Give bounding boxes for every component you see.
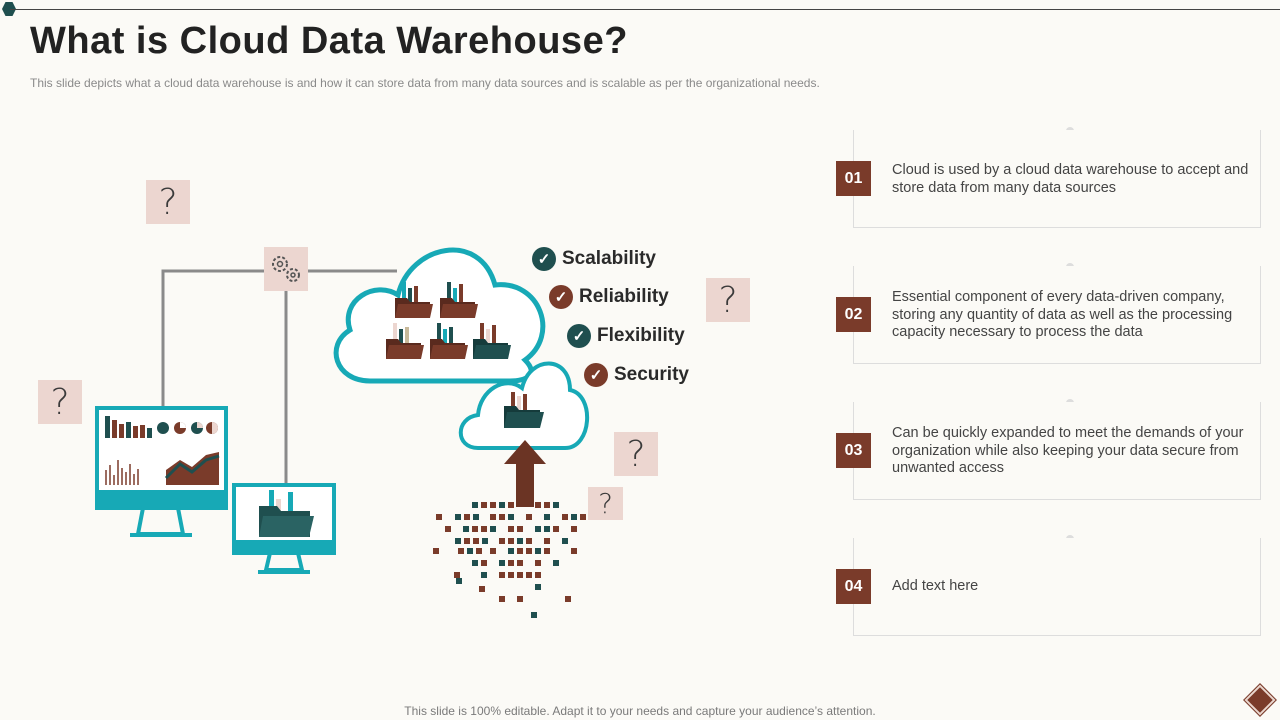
check-icon: ✓ (549, 285, 573, 309)
question-icon: ? (588, 487, 623, 520)
feature-security: ✓ Security (584, 363, 689, 387)
page-subtitle: This slide depicts what a cloud data war… (30, 76, 820, 90)
point-number-badge: 01 (836, 161, 871, 196)
feature-label: Flexibility (597, 325, 685, 346)
question-icon: ? (614, 432, 658, 476)
point-number-badge: 03 (836, 433, 871, 468)
feature-label: Reliability (579, 286, 669, 307)
feature-label: Security (614, 364, 689, 385)
footer-note: This slide is 100% editable. Adapt it to… (404, 704, 876, 718)
feature-scalability: ✓ Scalability (532, 247, 656, 271)
point-text: Can be quickly expanded to meet the dema… (892, 425, 1244, 476)
upload-arrow-icon (504, 440, 546, 507)
feature-flexibility: ✓ Flexibility (567, 324, 685, 348)
cloud-folders (386, 282, 511, 359)
point-text: Cloud is used by a cloud data warehouse … (892, 162, 1249, 196)
point-card (853, 538, 1261, 636)
feature-label: Scalability (562, 248, 656, 269)
point-number-badge: 02 (836, 297, 871, 332)
check-icon: ✓ (532, 247, 556, 271)
point-card (853, 266, 1261, 364)
question-icon: ? (706, 278, 750, 322)
page-title: What is Cloud Data Warehouse? (30, 20, 628, 62)
large-monitor-icon (95, 406, 228, 537)
cloud-warehouse-diagram (95, 247, 590, 618)
top-hex-marker (2, 2, 16, 16)
check-icon: ✓ (584, 363, 608, 387)
check-icon: ✓ (567, 324, 591, 348)
point-card (853, 130, 1261, 228)
gear-icon (264, 247, 308, 291)
small-cloud-icon (458, 361, 590, 450)
connector-lines (161, 269, 397, 485)
feature-reliability: ✓ Reliability (549, 285, 669, 309)
point-text: Essential component of every data-driven… (892, 289, 1233, 340)
point-text: Add text here (892, 578, 979, 594)
top-divider (10, 9, 1280, 10)
small-monitor-icon (232, 483, 336, 574)
point-number-badge: 04 (836, 569, 871, 604)
question-icon: ? (146, 180, 190, 224)
large-cloud-icon (333, 247, 546, 384)
data-pixels-icon (433, 502, 586, 618)
point-card (853, 402, 1261, 500)
question-icon: ? (38, 380, 82, 424)
